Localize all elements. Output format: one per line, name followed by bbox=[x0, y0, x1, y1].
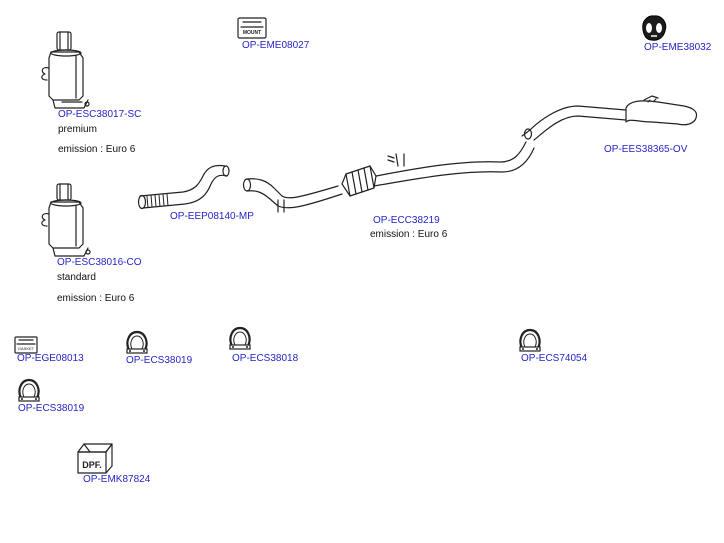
clamp-icon[interactable] bbox=[518, 328, 542, 354]
gasket-tag-label: GASKET bbox=[18, 346, 35, 351]
part-code-clamp-2[interactable]: OP-ECS38018 bbox=[232, 353, 299, 364]
clamp-icon[interactable] bbox=[17, 378, 41, 404]
mount-tag-icon[interactable] bbox=[237, 17, 267, 39]
flexible-pipe[interactable] bbox=[135, 158, 230, 214]
svg-text:DPF.: DPF. bbox=[82, 460, 102, 470]
variant-label-premium: premium bbox=[58, 124, 97, 135]
diesel-particulate-filter-standard[interactable] bbox=[36, 180, 96, 260]
part-code-clamp-4[interactable]: OP-ECS38019 bbox=[18, 403, 85, 414]
part-code-flexible-pipe[interactable]: OP-EEP08140-MP bbox=[170, 211, 254, 222]
part-code-catalytic-converter[interactable]: OP-ECC38219 bbox=[373, 215, 440, 226]
svg-text:GASKET: GASKET bbox=[18, 346, 35, 351]
part-code-clamp-1[interactable]: OP-ECS38019 bbox=[126, 355, 193, 366]
emission-label-standard: emission : Euro 6 bbox=[57, 293, 135, 304]
mounting-kit-label: DPF. bbox=[82, 460, 102, 470]
part-code-rear-silencer[interactable]: OP-EES38365-OV bbox=[604, 144, 688, 155]
part-code-filter-premium[interactable]: OP-ESC38017-SC bbox=[58, 109, 142, 120]
clamp-icon[interactable] bbox=[228, 326, 252, 352]
diesel-particulate-filter-premium[interactable] bbox=[38, 28, 98, 112]
exhaust-system-assembly[interactable] bbox=[238, 95, 700, 214]
part-code-mount-b[interactable]: OP-EME38032 bbox=[644, 42, 712, 53]
variant-label-standard: standard bbox=[57, 272, 96, 283]
mount-tag-label: MOUNT bbox=[243, 30, 261, 36]
rubber-mount-icon[interactable] bbox=[639, 14, 669, 42]
part-code-mounting-kit[interactable]: OP-EMK87824 bbox=[83, 474, 151, 485]
part-code-gasket[interactable]: OP-EGE08013 bbox=[17, 353, 84, 364]
part-code-clamp-3[interactable]: OP-ECS74054 bbox=[521, 353, 588, 364]
mounting-kit-box-icon[interactable] bbox=[76, 442, 116, 474]
part-code-mount-a[interactable]: OP-EME08027 bbox=[242, 40, 310, 51]
emission-label-premium: emission : Euro 6 bbox=[58, 144, 136, 155]
clamp-icon[interactable] bbox=[125, 330, 149, 356]
gasket-tag-icon[interactable] bbox=[14, 336, 38, 354]
svg-text:MOUNT: MOUNT bbox=[243, 30, 261, 36]
emission-label-catalytic-converter: emission : Euro 6 bbox=[370, 229, 448, 240]
part-code-filter-standard[interactable]: OP-ESC38016-CO bbox=[57, 257, 142, 268]
